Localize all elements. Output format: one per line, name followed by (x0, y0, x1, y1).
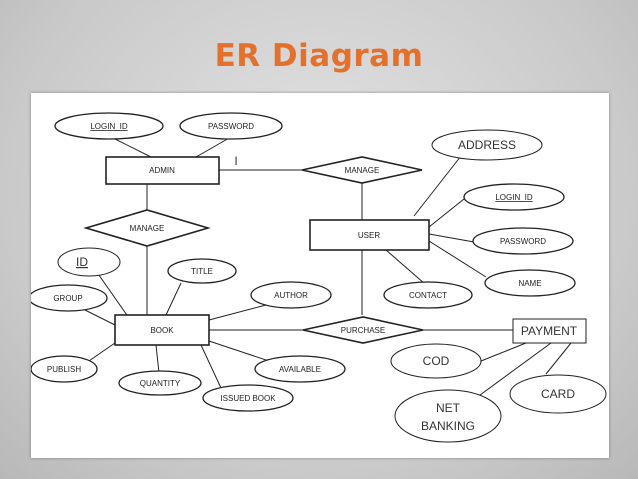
title-attribute (167, 258, 237, 284)
author-label: AUTHOR (274, 291, 308, 300)
user-label: USER (358, 231, 380, 240)
address-user-link (413, 155, 462, 217)
card-label: CARD (541, 387, 575, 401)
address-attribute (431, 129, 543, 161)
issued-book-attribute (202, 384, 294, 412)
er-diagram: I ADMIN USER BOOK PAYMENT MANAGE MANAGE … (31, 112, 607, 443)
address-label: ADDRESS (458, 138, 516, 152)
user-login-id-attribute (463, 183, 565, 211)
quantity-attribute (118, 370, 202, 396)
net-banking-label-line2: BANKING (421, 419, 475, 433)
group-book-link (80, 307, 116, 326)
user-password-link (428, 233, 475, 243)
title-book-link (165, 282, 182, 316)
user-contact-link (385, 249, 426, 285)
group-attribute (31, 284, 108, 312)
contact-attribute (383, 281, 473, 309)
user-password-label: PASSWORD (500, 237, 546, 246)
issued-book-link (200, 344, 222, 389)
manage-left-relationship (83, 209, 211, 247)
admin-password-link (195, 136, 232, 158)
payment-label: PAYMENT (521, 324, 578, 338)
admin-password-attribute (179, 112, 283, 140)
admin-entity (105, 156, 220, 185)
available-label: AVAILABLE (279, 365, 321, 374)
cardinality-mark: I (234, 154, 237, 168)
id-book-link (93, 267, 130, 319)
card-attribute (509, 374, 607, 414)
admin-login-id-link (110, 136, 152, 158)
title-label: TITLE (191, 267, 213, 276)
book-entity (114, 314, 210, 346)
author-attribute (250, 281, 332, 309)
net-banking-label-line1: NET (436, 401, 461, 415)
payment-net-banking-link (475, 342, 552, 399)
user-login-id-label: LOGIN_ID (495, 193, 533, 202)
user-password-attribute (472, 227, 574, 255)
issued-book-label: ISSUED BOOK (220, 394, 276, 403)
admin-login-id-label: LOGIN_ID (90, 122, 128, 131)
admin-login-id-attribute (54, 112, 164, 140)
name-attribute (484, 269, 576, 297)
available-attribute (254, 355, 346, 383)
purchase-relationship (302, 316, 424, 344)
publish-label: PUBLISH (47, 365, 81, 374)
payment-card-link (545, 342, 572, 375)
user-entity (309, 219, 430, 251)
author-book-link (208, 304, 267, 321)
user-login-id-link (428, 198, 465, 228)
quantity-label: QUANTITY (140, 379, 181, 388)
user-name-link (428, 240, 487, 278)
book-label: BOOK (150, 326, 174, 335)
manage-top-relationship (301, 156, 423, 184)
cod-attribute (390, 343, 482, 379)
id-label: ID (76, 255, 88, 269)
manage-top-label: MANAGE (345, 166, 380, 175)
name-label: NAME (518, 279, 541, 288)
group-label: GROUP (53, 294, 82, 303)
cod-label: COD (423, 354, 450, 368)
contact-label: CONTACT (409, 291, 447, 300)
quantity-book-link (155, 344, 160, 374)
manage-left-label: MANAGE (130, 224, 165, 233)
slide-title: ER Diagram (214, 38, 424, 74)
er-diagram-panel: I ADMIN USER BOOK PAYMENT MANAGE MANAGE … (31, 93, 609, 458)
net-banking-attribute (394, 389, 502, 443)
payment-cod-link (480, 342, 527, 362)
admin-password-label: PASSWORD (208, 122, 254, 131)
publish-attribute (31, 355, 98, 383)
payment-entity (512, 318, 587, 344)
publish-book-link (85, 342, 116, 364)
admin-label: ADMIN (149, 166, 175, 175)
id-attribute (57, 247, 121, 277)
purchase-label: PURCHASE (341, 326, 385, 335)
